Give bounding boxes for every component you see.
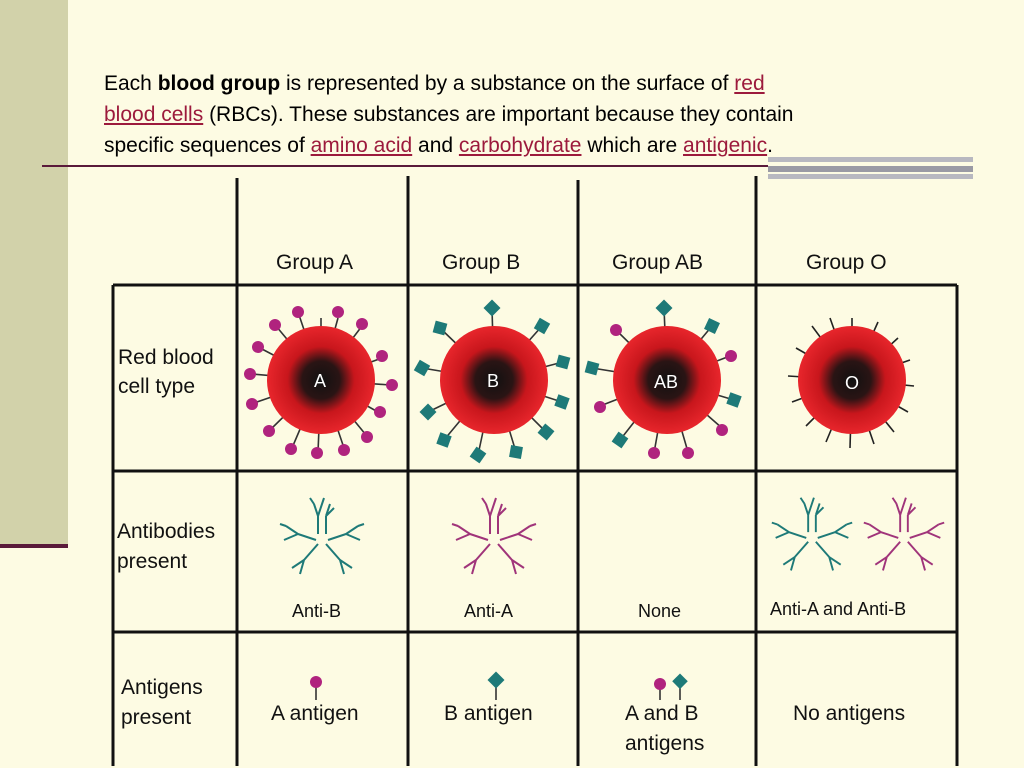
row-label-antibodies-line1: Antibodies <box>117 520 216 543</box>
red-link[interactable]: red <box>734 72 765 95</box>
amino-acid-link[interactable]: amino acid <box>310 134 413 157</box>
antigen-label-group-o: No antigens <box>793 702 906 725</box>
cell-letter-ab: AB <box>654 372 679 392</box>
antibody-label-group-b: Anti-A <box>464 601 514 621</box>
row-label-antibodies-line2: present <box>117 550 188 573</box>
antigen-label-group-a: A antigen <box>271 702 359 725</box>
intro-text: . <box>767 134 773 157</box>
antibody-label-group-o: Anti-A and Anti-B <box>770 599 907 619</box>
left-decor-bar <box>0 0 68 547</box>
row-label-antigens-line1: Antigens <box>121 676 203 699</box>
anti-a-antibody-icon <box>451 497 537 575</box>
column-header-group-a: Group A <box>276 251 354 274</box>
cell-letter-o: O <box>845 373 860 393</box>
anti-a-antibody-icon <box>862 496 946 572</box>
top-rule <box>42 165 775 167</box>
cell-letter-b: B <box>487 371 500 391</box>
row-label-antigens-line2: present <box>121 706 192 729</box>
intro-text: and <box>412 134 459 157</box>
carbohydrate-link[interactable]: carbohydrate <box>458 134 582 157</box>
rbc-group-ab <box>584 299 742 459</box>
intro-paragraph: Each blood group is represented by a sub… <box>104 68 964 161</box>
table-grid <box>111 176 959 766</box>
intro-text: is represented by a substance on the sur… <box>280 72 735 95</box>
rbc-group-b <box>413 299 571 464</box>
row-label-rbc-line2: cell type <box>118 375 196 398</box>
grey-decor-band <box>768 157 973 179</box>
column-header-group-b: Group B <box>442 251 521 274</box>
rbc-group-o <box>787 317 915 449</box>
column-header-group-ab: Group AB <box>612 251 704 274</box>
intro-text: which are <box>581 134 684 157</box>
intro-text: Each <box>104 72 158 95</box>
rbc-group-a <box>244 306 398 459</box>
antibody-label-group-ab: None <box>638 601 682 621</box>
row-label-rbc-line1: Red blood <box>118 346 214 369</box>
intro-text: specific sequences of <box>104 134 311 157</box>
column-header-group-o: Group O <box>806 251 887 274</box>
antigen-label-group-ab-line2: antigens <box>625 732 705 755</box>
blood-group-term: blood group <box>157 72 281 95</box>
left-decor-line <box>0 544 68 548</box>
b-antigen-icon <box>487 671 505 700</box>
blood-cells-link[interactable]: blood cells <box>104 103 204 126</box>
antigenic-link[interactable]: antigenic <box>683 134 768 157</box>
antibody-label-group-a: Anti-B <box>292 601 342 621</box>
antigen-label-group-b: B antigen <box>444 702 533 725</box>
cell-letter-a: A <box>314 371 327 391</box>
anti-b-antibody-icon <box>770 496 854 572</box>
anti-b-antibody-icon <box>279 497 365 575</box>
antigen-label-group-ab-line1: A and B <box>625 702 699 725</box>
a-antigen-icon <box>310 676 322 700</box>
intro-text: (RBCs). These substances are important b… <box>203 103 794 126</box>
a-and-b-antigen-icon <box>654 673 688 700</box>
